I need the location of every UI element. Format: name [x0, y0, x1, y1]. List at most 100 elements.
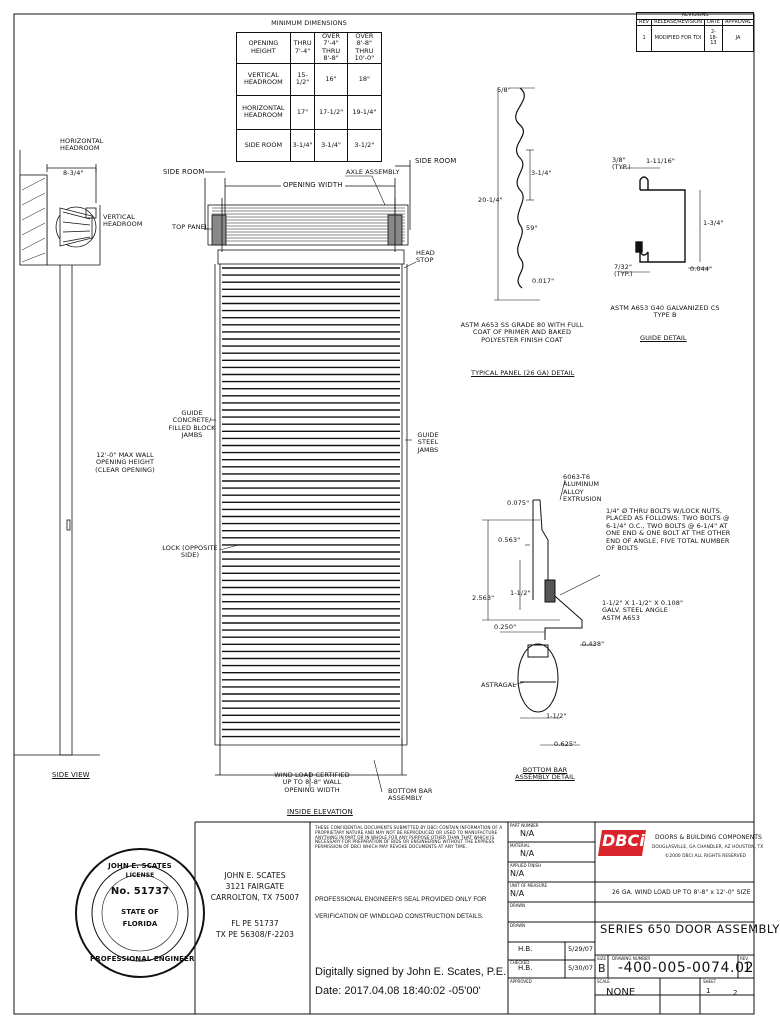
min-dim-cell: 17"	[289, 94, 316, 130]
bb-1-12: 1-1/2"	[510, 589, 531, 597]
title-block-lines	[309, 822, 754, 1014]
tb-size: B	[598, 962, 606, 975]
tb-sheet-of: 2	[733, 989, 738, 997]
panel-dim-58: 5/8"	[497, 86, 511, 94]
min-dim-cell: 3-1/4"	[289, 128, 316, 162]
min-dim-title: MINIMUM DIMENSIONS	[271, 19, 347, 27]
bb-1-12b: 1-1/2"	[546, 712, 567, 720]
guide-dim-1-1116: 1-11/16"	[646, 157, 676, 165]
confidential-note: THESE CONFIDENTIAL DOCUMENTS SUBMITTED B…	[315, 825, 503, 850]
engineer-fl-pe: FL PE 51737	[231, 919, 279, 928]
side-vertical-headroom: VERTICAL HEADROOM	[103, 213, 143, 229]
seal-florida: FLORIDA	[122, 920, 158, 928]
panel-detail-title: TYPICAL PANEL (26 GA) DETAIL	[471, 369, 575, 377]
min-dim-cell: 3-1/4"	[314, 128, 348, 162]
side-max-wall: 12'-0" MAX WALL OPENING HEIGHT (CLEAR OP…	[95, 451, 155, 474]
tb-drawn-date: 5/29/07	[568, 945, 594, 953]
tb-finish: N/A	[510, 869, 525, 878]
opening-width: OPENING WIDTH	[281, 181, 345, 190]
tb-drawn-label: DRAWN	[510, 903, 526, 908]
min-dim-cell: 15-1/2"	[289, 62, 316, 96]
tb-checked-date: 5/30/07	[568, 964, 594, 972]
engineer-address1: 3121 FAIRGATE	[225, 882, 285, 891]
rev-header: DATE	[703, 18, 723, 26]
panel-dim-20-14: 20-1/4"	[478, 196, 503, 204]
seal-state-of: STATE OF	[121, 908, 159, 916]
tb-part-number: N/A	[520, 829, 535, 838]
guide-note: ASTM A653 G40 GALVANIZED CS TYPE B	[610, 304, 720, 320]
bb-2563: 2.563"	[472, 594, 495, 602]
panel-dim-3-14: 3-1/4"	[531, 169, 552, 177]
digital-signature-date: Date: 2017.04.08 18:40:02 -05'00'	[315, 985, 481, 997]
tb-description: 26 GA. WIND LOAD UP TO 8'-8" x 12'-0" SI…	[612, 889, 751, 896]
pe-note-1: PROFESSIONAL ENGINEER'S SEAL PROVIDED ON…	[315, 896, 487, 903]
tb-drawing-number-label: DRAWING NUMBER	[612, 956, 651, 961]
tb-qty-label: UNIT OF MEASURE	[510, 883, 548, 888]
tb-sheet-label: SHEET	[703, 979, 717, 984]
guide-dim-1-34: 1-3/4"	[703, 219, 724, 227]
side-horizontal-headroom: HORIZONTAL HEADROOM	[60, 137, 104, 153]
guide-left: GUIDE CONCRETE/ FILLED BLOCK JAMBS	[168, 409, 216, 440]
side-room-right: SIDE ROOM	[415, 157, 457, 165]
dbci-logo: DBCi	[598, 826, 650, 856]
bb-angle-note: 1-1/2" X 1-1/2" X 0.108" GALV. STEEL ANG…	[602, 599, 684, 622]
engineer-tx-pe: TX PE 56308/F-2203	[215, 930, 295, 939]
tb-sheet: 1	[706, 987, 711, 995]
bb-bolts-note: 1/4" Ø THRU BOLTS W/LOCK NUTS, PLACED AS…	[606, 507, 731, 553]
elevation-drawing	[204, 160, 411, 776]
tb-locations: DOUGLASVILLE, GA CHANDLER, AZ HOUSTON, T…	[652, 845, 764, 850]
inside-elevation-title: INSIDE ELEVATION	[287, 808, 353, 816]
min-dim-cell: HORIZONTAL HEADROOM	[236, 94, 291, 130]
side-room-left: SIDE ROOM	[163, 168, 205, 176]
min-dim-cell: 3-1/2"	[346, 128, 383, 162]
rev-cell: 2-18-13	[703, 25, 723, 52]
dbci-logo-mark	[598, 830, 646, 856]
top-panel: TOP PANEL	[172, 223, 209, 231]
lock-label: LOCK (OPPOSITE SIDE)	[162, 544, 218, 560]
axle-assembly: AXLE ASSEMBLY	[346, 168, 400, 176]
min-dim-cell: VERTICAL HEADROOM	[236, 62, 291, 96]
rev-cell: MODIFIED FOR TDI	[651, 25, 705, 52]
panel-angle: 59°	[526, 224, 538, 232]
guide-dim-0044: 0.044"	[690, 265, 713, 273]
digital-signature: Digitally signed by John E. Scates, P.E.	[315, 966, 507, 978]
panel-profile	[515, 87, 525, 289]
bb-0563: 0.563"	[498, 536, 521, 544]
side-view-title: SIDE VIEW	[52, 771, 90, 779]
revisions-table: REVISIONS REV RELEASE/REVISION DATE APPR…	[635, 12, 755, 52]
guide-dim-38: 3/8" (TYP.)	[612, 156, 631, 172]
min-dim-cell: SIDE ROOM	[236, 128, 291, 162]
bb-0625: 0.625"	[554, 740, 577, 748]
tb-scale-label: SCALE	[597, 979, 610, 984]
tb-rev-label: REV.	[740, 956, 749, 961]
min-dim-cell: 18"	[346, 62, 383, 96]
min-dim-table: OPENING HEIGHT THRU 7'-4" OVER 7'-4" THR…	[236, 32, 383, 162]
engineer-seal	[75, 848, 205, 978]
min-dim-cell: 17-1/2"	[314, 94, 348, 130]
bottom-bar-title: BOTTOM BAR ASSEMBLY DETAIL	[515, 766, 575, 782]
tb-copyright: ©2000 DBCI ALL RIGHTS RESERVED	[665, 854, 746, 859]
tb-company: DOORS & BUILDING COMPONENTS	[655, 834, 762, 841]
panel-note: ASTM A653 SS GRADE 80 WITH FULL COAT OF …	[460, 321, 584, 344]
guide-dim-732: 7/32" (TYP.)	[614, 263, 633, 279]
min-dim-header: THRU 7'-4"	[289, 32, 316, 64]
tb-approved-label: APPROVED	[510, 979, 532, 984]
tb-material: N/A	[520, 849, 535, 858]
curtain-slats	[222, 267, 400, 738]
rev-header: APPROVAL	[721, 18, 755, 26]
engineer-name: JOHN E. SCATES	[224, 871, 286, 880]
head-stop: HEAD STOP	[416, 249, 435, 265]
tb-drawn-label-2: DRAWN	[510, 923, 526, 928]
tb-checked-label: CHECKED	[510, 960, 530, 965]
panel-dim-0017: 0.017"	[532, 277, 555, 285]
tb-finish-label: APPLIED FINISH	[510, 863, 542, 868]
min-dim-header: OVER 7'-4" THRU 8'-8"	[314, 32, 348, 64]
pe-note-2: VERIFICATION OF WINDLOAD CONSTRUCTION DE…	[315, 913, 484, 920]
seal-name: JOHN E. SCATES	[108, 862, 172, 870]
seal-profession: PROFESSIONAL ENGINEER	[90, 955, 195, 963]
bottom-bar-label: BOTTOM BAR ASSEMBLY	[388, 787, 433, 803]
min-dim-cell: 16"	[314, 62, 348, 96]
side-dim-8-34: 8-3/4"	[63, 169, 84, 177]
